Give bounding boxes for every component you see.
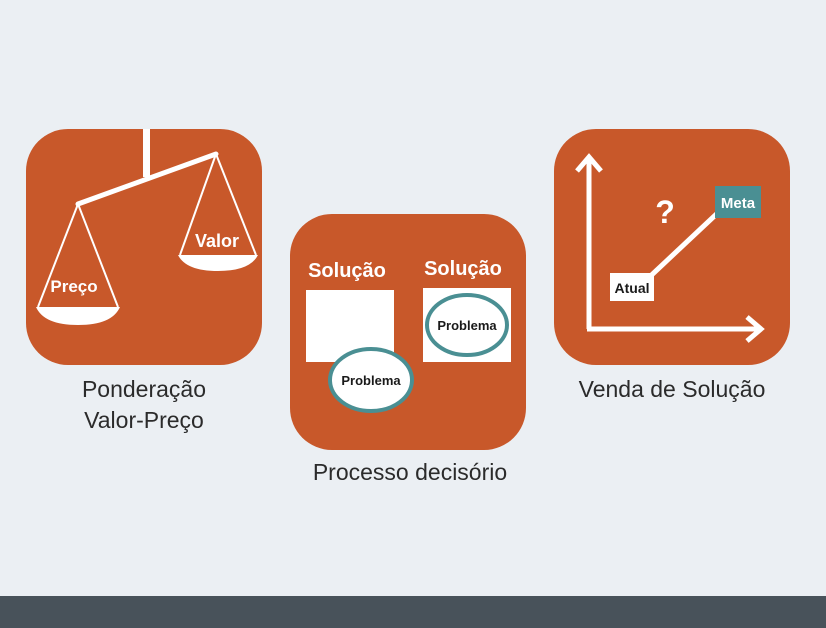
start-label: Atual [615, 280, 650, 296]
decision-caption: Processo decisório [312, 459, 508, 485]
left-pan-label: Preço [50, 277, 97, 296]
left-solution-header: Solução [308, 260, 386, 282]
growth-chart-icon: ? Atual Meta [575, 153, 765, 343]
scale-caption-line1: Ponderação [81, 376, 207, 402]
goal-label-box [715, 186, 761, 218]
right-pan-label: Valor [195, 231, 239, 251]
left-problem-ellipse [328, 347, 414, 413]
right-solution-header: Solução [424, 258, 502, 280]
decision-tile: Solução Solução Problema Problema [290, 214, 526, 450]
right-problem-ellipse [425, 293, 509, 357]
start-label-box [610, 273, 654, 301]
scale-caption: Ponderação Valor-Preço [26, 374, 262, 436]
solution-sale-tile: ? Atual Meta [554, 129, 790, 365]
scale-caption-line2: Valor-Preço [84, 407, 204, 433]
scale-tile: Preço Valor [26, 129, 262, 365]
solution-sale-caption: Venda de Solução [578, 376, 766, 402]
question-mark: ? [655, 194, 675, 230]
right-problem-label: Problema [437, 318, 497, 333]
balance-scale-icon: Preço Valor [36, 129, 258, 325]
goal-label: Meta [721, 195, 756, 212]
footer-bar [0, 596, 826, 628]
decision-diagram: Solução Solução Problema Problema [306, 258, 511, 413]
left-problem-label: Problema [341, 373, 401, 388]
